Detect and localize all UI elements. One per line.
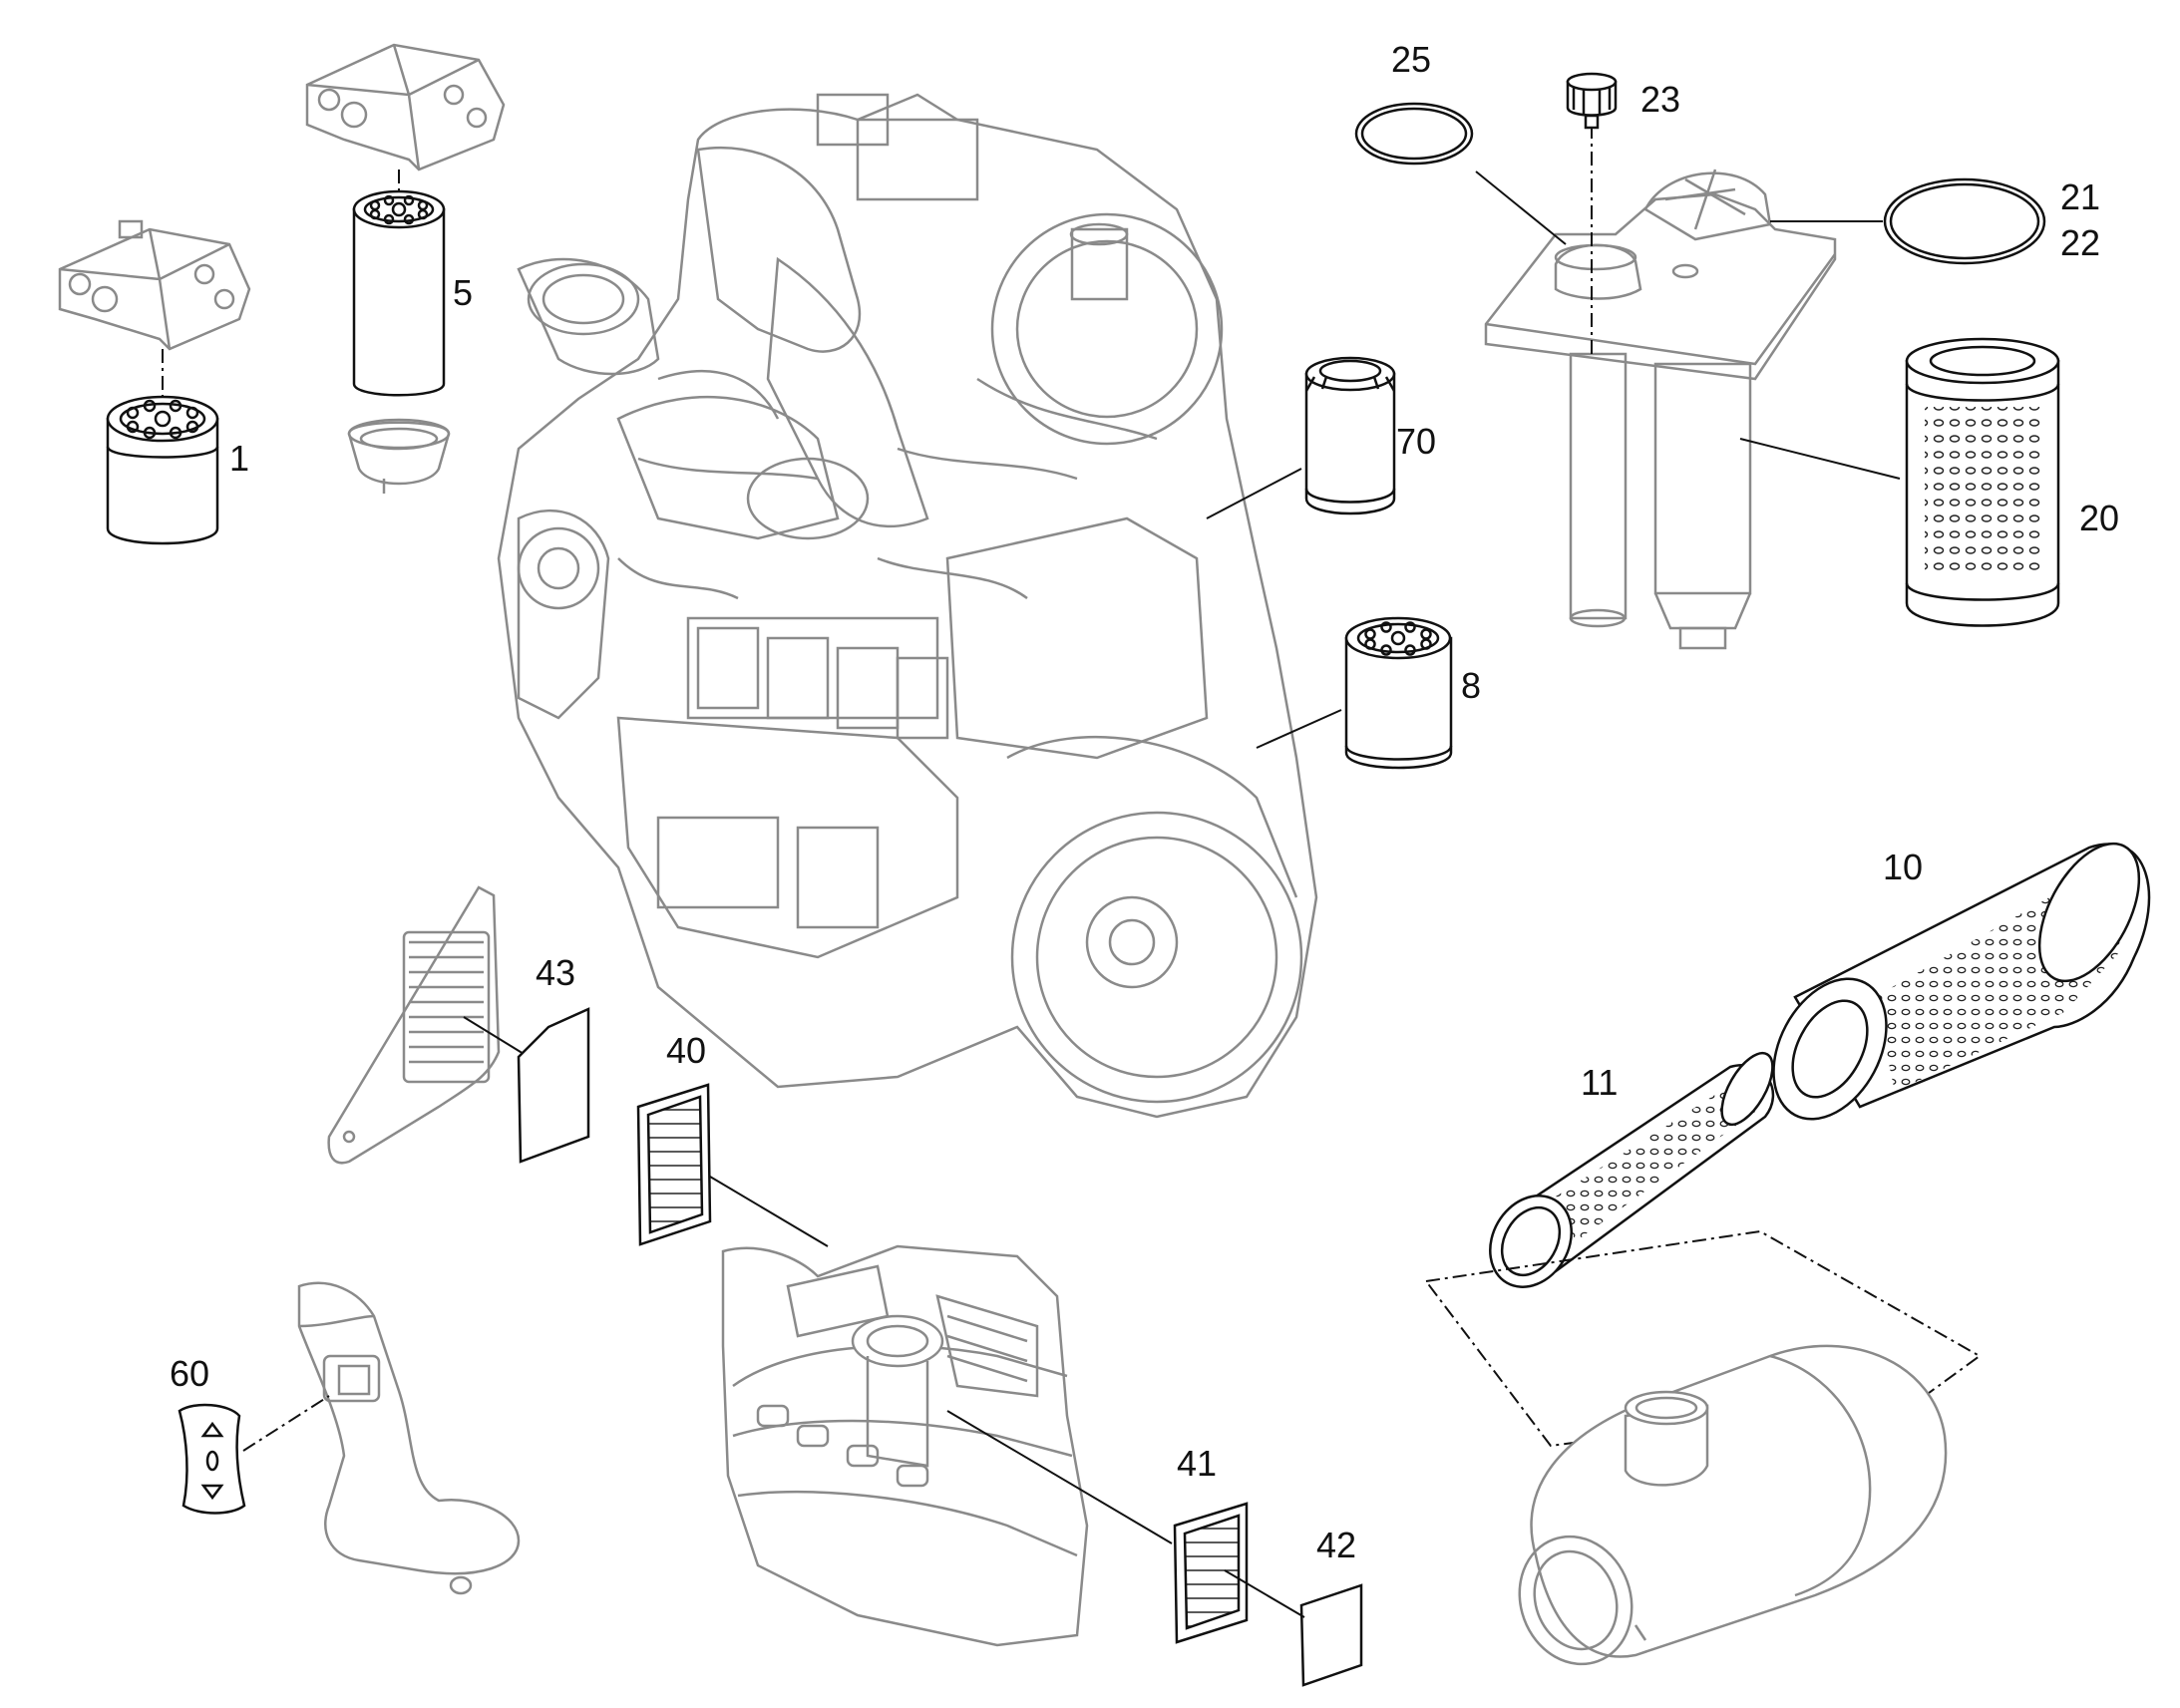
part-41-label: 41 (1177, 1443, 1217, 1484)
part-70-leader (1206, 468, 1302, 519)
part-1-label: 1 (229, 438, 249, 479)
engine-context-drawing (497, 93, 1318, 1119)
part-21-label: 21 (2060, 176, 2100, 217)
part-5-filter-head (305, 43, 506, 171)
part-41-cab-filter[interactable] (1173, 1502, 1249, 1644)
part-20-strainer[interactable] (1905, 337, 2060, 627)
part-60-switch[interactable] (178, 1403, 246, 1515)
part-43-filter-pad[interactable] (517, 1007, 590, 1164)
part-43-context-panel (327, 885, 501, 1165)
part-1-filter-head (58, 219, 251, 351)
part-40-leader (709, 1176, 829, 1247)
part-60-assembly-line (242, 1395, 330, 1452)
part-20-label: 20 (2079, 498, 2119, 538)
part-25-label: 25 (1391, 39, 1431, 80)
part-25-leader (1475, 171, 1567, 245)
part-70-fuel-filter[interactable] (1304, 356, 1396, 515)
part-8-leader (1256, 709, 1342, 749)
part-5-label: 5 (453, 272, 473, 313)
part-22-label: 22 (2060, 222, 2100, 263)
part-43-label: 43 (536, 952, 575, 993)
part-42-filter-pad[interactable] (1299, 1583, 1363, 1687)
joystick-context-drawing (297, 1281, 521, 1595)
part-60-label: 60 (170, 1353, 209, 1394)
part-10-label: 10 (1883, 847, 1923, 887)
part-5-cartridge-filter[interactable] (352, 189, 446, 397)
part-11-inner-air-filter[interactable] (1474, 1045, 1782, 1301)
part-41-leader (946, 1410, 1173, 1544)
part-10-outer-air-filter[interactable] (1751, 828, 2160, 1139)
tank-unit-context-drawing (1484, 169, 1837, 650)
part-25-o-ring[interactable] (1354, 102, 1474, 166)
air-filter-assembly-box (1425, 1229, 1982, 1448)
part-8-spin-on-filter[interactable] (1344, 616, 1453, 770)
part-23-cap[interactable] (1566, 72, 1618, 130)
part-40-label: 40 (666, 1030, 706, 1071)
part-42-label: 42 (1316, 1525, 1356, 1565)
part-43-leader (463, 1016, 530, 1058)
part-42-leader (1224, 1569, 1305, 1618)
part-40-pleated-filter[interactable] (636, 1083, 712, 1246)
part-70-label: 70 (1396, 421, 1436, 462)
part-23-label: 23 (1640, 79, 1680, 120)
air-filter-housing-context (1518, 1344, 1948, 1666)
part-11-label: 11 (1581, 1062, 1618, 1103)
part-1-oil-filter[interactable] (106, 395, 219, 545)
part-5-filter-bowl (347, 418, 451, 494)
part-8-label: 8 (1461, 665, 1481, 706)
cab-base-context-drawing (721, 1244, 1089, 1647)
part-21-22-seal-ring[interactable] (1883, 177, 2046, 265)
part-20-leader (1739, 438, 1901, 480)
